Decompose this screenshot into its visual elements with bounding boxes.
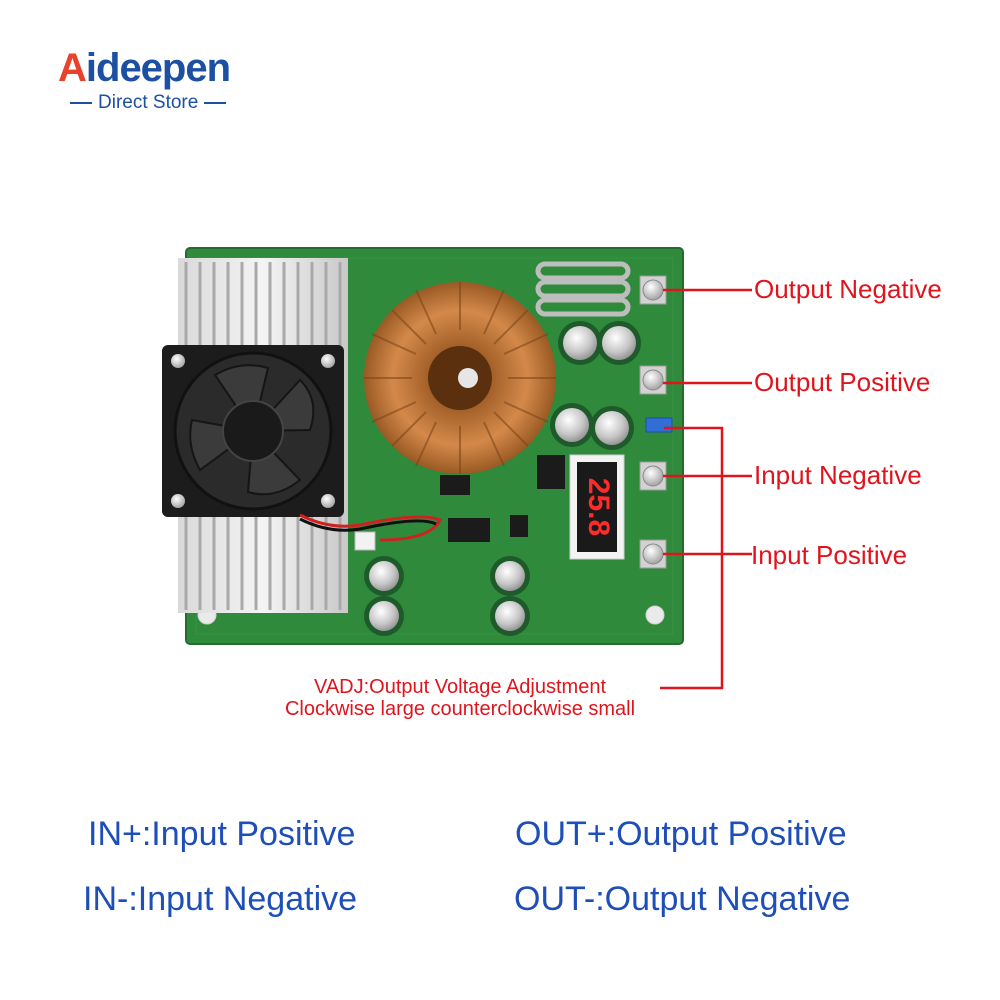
terminal-screws <box>639 275 667 569</box>
legend-in-minus: IN-:Input Negative <box>83 880 358 918</box>
brand-logo: Aideepen <box>58 46 231 91</box>
product-photo: 25.8 <box>162 247 752 690</box>
brand-logo-text: ideepen <box>85 46 231 90</box>
ic-chips <box>440 455 565 542</box>
label-input-positive: Input Positive <box>751 540 908 570</box>
vadj-line-1: VADJ:Output Voltage Adjustment <box>313 676 607 698</box>
legend-in-plus: IN+:Input Positive <box>88 815 356 853</box>
vadj-potentiometer <box>645 417 673 433</box>
led-voltmeter: 25.8 <box>569 454 625 560</box>
divider <box>70 102 92 104</box>
shunt-resistors <box>535 261 631 317</box>
fan-connector <box>354 531 376 551</box>
label-output-positive: Output Positive <box>754 367 931 397</box>
led-reading: 25.8 <box>582 478 615 536</box>
capacitors <box>364 321 641 636</box>
label-input-negative: Input Negative <box>754 460 922 490</box>
vadj-note: VADJ:Output Voltage Adjustment Clockwise… <box>230 676 690 720</box>
legend-out-minus: OUT-:Output Negative <box>514 880 851 918</box>
legend-out-plus: OUT+:Output Positive <box>515 815 847 853</box>
brand-subtitle: Direct Store <box>70 92 227 114</box>
toroid-inductor <box>364 282 556 474</box>
brand-logo-initial: A <box>58 46 87 90</box>
callout-lines <box>660 288 752 690</box>
vadj-line-2: Clockwise large counterclockwise small <box>284 698 636 720</box>
divider <box>204 102 227 104</box>
label-output-negative: Output Negative <box>754 274 942 304</box>
brand-subtitle-text: Direct Store <box>98 92 199 113</box>
cooling-fan <box>162 345 344 517</box>
